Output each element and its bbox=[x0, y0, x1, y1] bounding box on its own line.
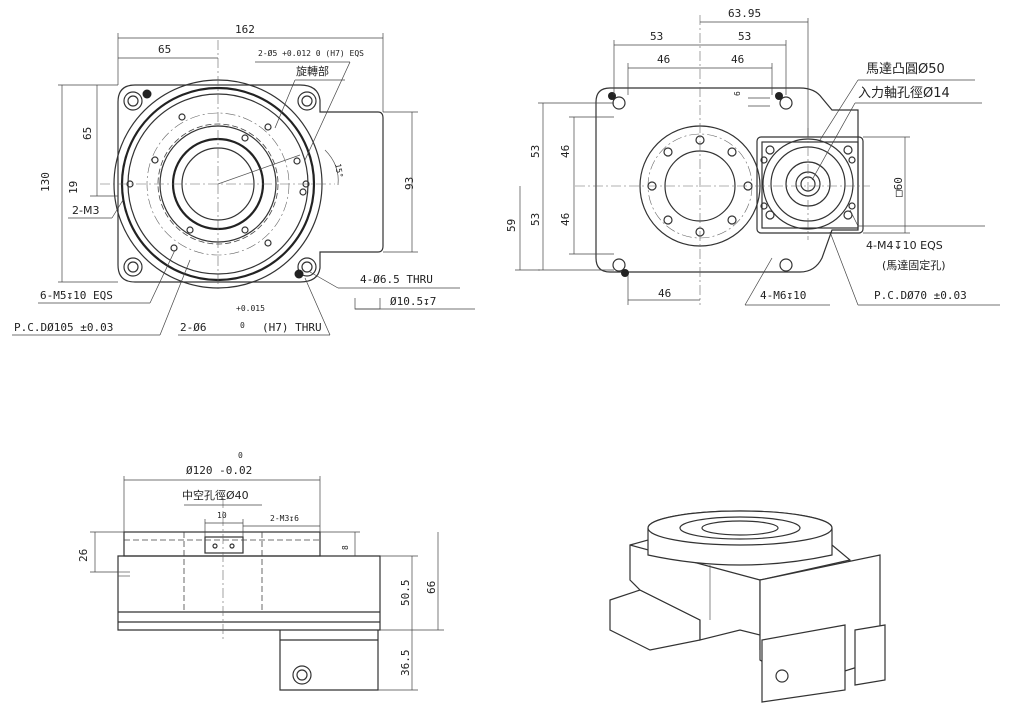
dim-93: 93 bbox=[403, 176, 416, 190]
label-2-m3: 2-M3 bbox=[72, 204, 100, 217]
dim-162: 162 bbox=[235, 23, 255, 36]
label-2-phi6: 2-Ø6 bbox=[180, 321, 207, 334]
label-angle-15: 15° bbox=[333, 162, 345, 179]
dim-59: 59 bbox=[505, 218, 518, 232]
tolerance-zero: 0 bbox=[238, 451, 243, 460]
dim-46-left: 46 bbox=[657, 53, 671, 66]
label-pcd-105: P.C.DØ105 ±0.03 bbox=[14, 321, 114, 334]
dim-46-vertical-upper: 46 bbox=[559, 144, 572, 158]
top-view-table bbox=[12, 33, 475, 336]
dim-19: 19 bbox=[67, 180, 80, 194]
label-6-m5: 6-M5↧10 EQS bbox=[40, 289, 113, 302]
label-2-phi6-h7: (H7) THRU bbox=[262, 321, 322, 334]
label-2-phi6-tol-top: +0.015 bbox=[236, 304, 265, 313]
label-2-m3-depth: 2-M3↧6 bbox=[270, 514, 299, 523]
label-hollow-bore: 中空孔徑Ø40 bbox=[182, 489, 249, 502]
label-phi10-5: Ø10.5↧7 bbox=[390, 295, 437, 308]
input-side-view bbox=[515, 15, 1000, 306]
front-section-view bbox=[90, 476, 444, 691]
dim-50-5: 50.5 bbox=[399, 579, 412, 607]
dim-46-bottom: 46 bbox=[658, 287, 672, 300]
label-4-phi6-5: 4-Ø6.5 THRU bbox=[360, 273, 433, 286]
dim-6: 6 bbox=[733, 91, 742, 96]
dim-46-right: 46 bbox=[731, 53, 745, 66]
dim-63-95: 63.95 bbox=[728, 7, 762, 20]
label-motor-boss: 馬達凸圓Ø50 bbox=[866, 62, 945, 77]
isometric-view bbox=[609, 510, 886, 703]
label-input-shaft: 入力軸孔徑Ø14 bbox=[858, 86, 950, 101]
label-2-phi6-tol-bottom: 0 bbox=[240, 321, 245, 330]
dim-53-right: 53 bbox=[738, 30, 752, 43]
dim-36-5: 36.5 bbox=[399, 649, 412, 677]
dim-26: 26 bbox=[77, 548, 90, 562]
dim-53-left: 53 bbox=[650, 30, 664, 43]
label-pcd-70: P.C.DØ70 ±0.03 bbox=[874, 289, 967, 302]
dim-46-vertical-lower: 46 bbox=[559, 212, 572, 226]
dim-65-horizontal: 65 bbox=[158, 43, 172, 56]
label-square-60: □60 bbox=[892, 177, 905, 197]
dim-8: 8 bbox=[341, 545, 350, 550]
dim-53-vertical-upper: 53 bbox=[529, 144, 542, 158]
label-4-m4: 4-M4↧10 EQS bbox=[866, 239, 943, 252]
dim-130: 130 bbox=[39, 172, 52, 192]
label-phi120: Ø120 -0.02 bbox=[186, 464, 253, 477]
label-rotating-part: 旋轉部 bbox=[296, 65, 329, 78]
dim-65-vertical: 65 bbox=[81, 126, 94, 140]
dim-10: 10 bbox=[217, 511, 227, 520]
dim-66: 66 bbox=[425, 580, 438, 594]
label-motor-fixing-holes: (馬達固定孔) bbox=[882, 259, 946, 272]
label-hole-tolerance: 2-Ø5 +0.012 0 (H7) EQS bbox=[258, 49, 364, 58]
dim-53-vertical-lower: 53 bbox=[529, 212, 542, 226]
label-4-m6: 4-M6↧10 bbox=[760, 289, 807, 302]
